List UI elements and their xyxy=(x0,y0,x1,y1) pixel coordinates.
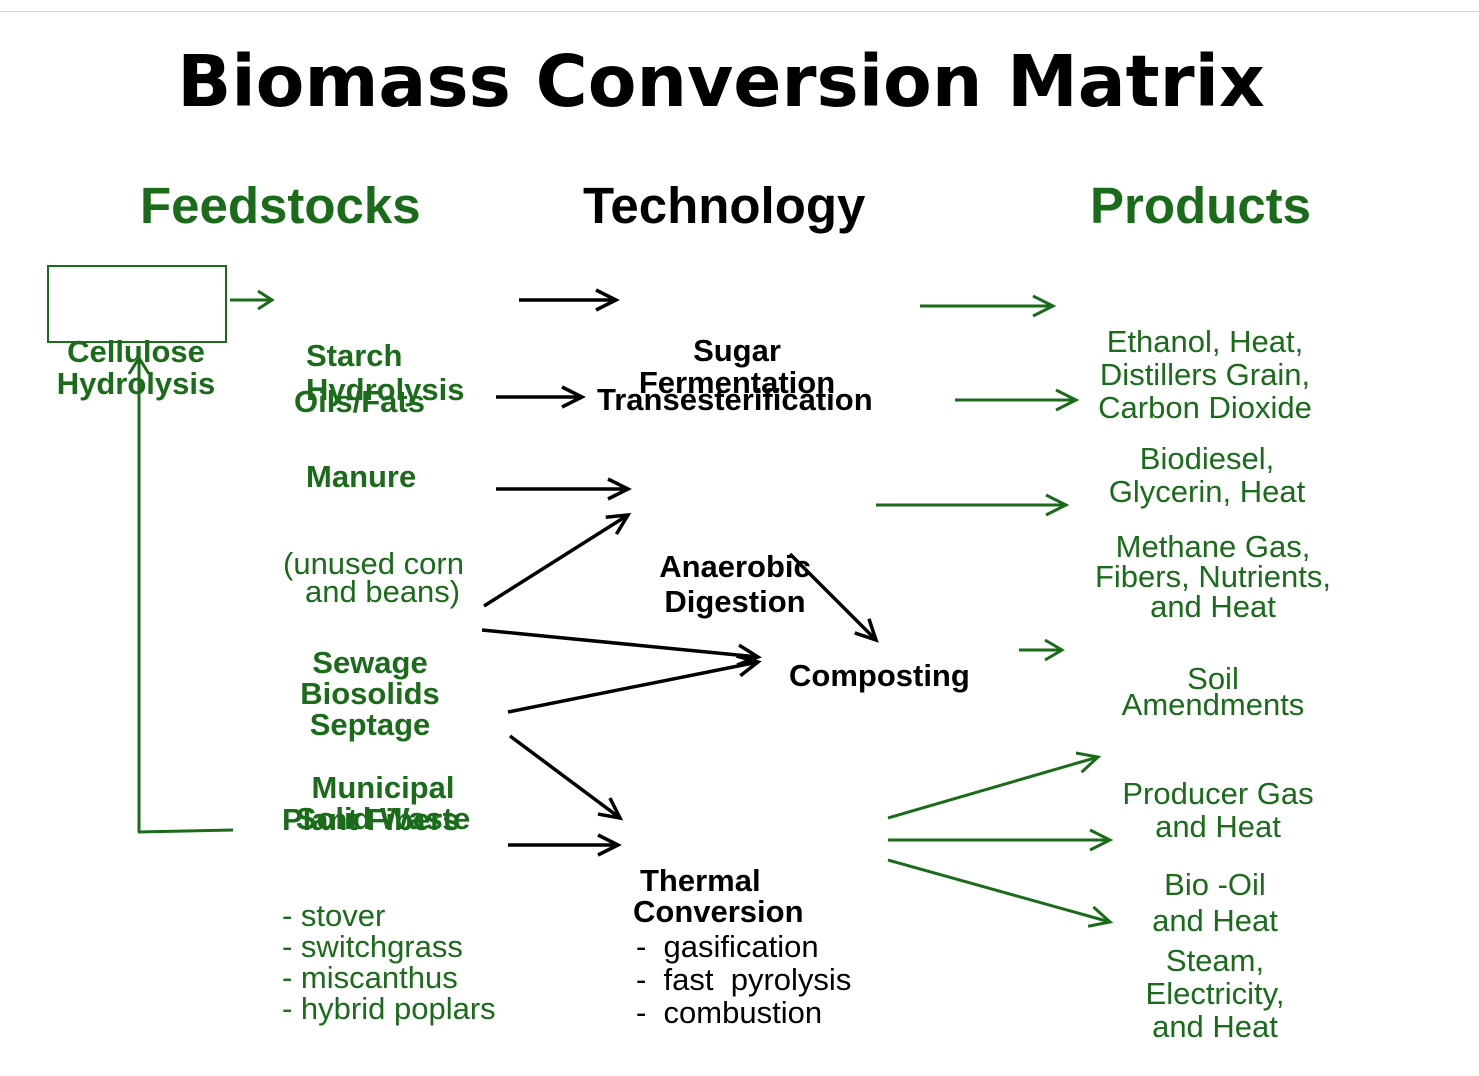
arrow-anaerobic-to-methane-head xyxy=(1045,493,1070,517)
top-rule xyxy=(0,11,1479,12)
arrow-anaerobic-to-composting xyxy=(788,552,878,642)
page-title: Biomass Conversion Matrix xyxy=(177,40,1265,123)
arrow-msw-to-composting-head xyxy=(735,654,762,678)
product-methane: Methane Gas,Fibers, Nutrients,and Heat xyxy=(1094,529,1331,624)
arrow-thermal-to-steam xyxy=(887,858,1111,924)
arrow-msw-to-thermal xyxy=(508,734,622,820)
arrow-composting-to-soil-head xyxy=(1044,638,1065,662)
return-plant-up-head-anchor-head xyxy=(127,355,151,375)
arrow-thermal-to-producer-head xyxy=(1075,751,1102,774)
product-ethanol: Ethanol, Heat,Distillers Grain,Carbon Di… xyxy=(1098,324,1312,425)
product-biodiesel: Biodiesel,Glycerin, Heat xyxy=(1108,441,1306,509)
tech-transesterification: Transesterification xyxy=(597,382,873,417)
arrow-anaerobic-to-composting-head xyxy=(854,618,879,643)
arrow-plant-to-thermal-head xyxy=(597,833,622,857)
arrow-sewage-to-composting xyxy=(481,628,759,659)
header-technology: Technology xyxy=(583,177,866,234)
arrow-manure-to-anaerobic-head xyxy=(607,477,632,501)
arrow-sewage-to-anaerobic-head xyxy=(605,512,632,536)
return-plant-horizontal xyxy=(137,828,234,834)
feedstock-manure: Manure xyxy=(306,459,417,494)
feedstock-oils-fats: Oils/Fats xyxy=(294,384,425,419)
arrow-cellulose-to-starch-head xyxy=(257,289,275,311)
arrow-msw-to-composting xyxy=(507,660,759,714)
arrow-thermal-to-producer xyxy=(887,755,1099,820)
header-feedstocks: Feedstocks xyxy=(140,177,421,234)
arrow-sugar-to-ethanol-head xyxy=(1032,294,1057,318)
arrow-thermal-to-biooil-head xyxy=(1089,828,1114,852)
arrow-sewage-to-anaerobic xyxy=(483,513,629,608)
arrow-trans-to-biodiesel-head xyxy=(1055,388,1080,412)
arrow-sewage-to-composting-head xyxy=(736,643,762,667)
arrow-starch-to-sugar-head xyxy=(595,288,620,312)
tech-composting: Composting xyxy=(789,658,970,693)
arrow-oils-to-trans-head xyxy=(561,385,586,409)
tech-thermal-conversion-list: - gasification- fast pyrolysis- combusti… xyxy=(636,929,852,1030)
feedstock-plant-fibers: Plant Fibers xyxy=(282,802,460,837)
arrow-msw-to-thermal-head xyxy=(597,797,624,821)
cellulose-hydrolysis-box xyxy=(47,265,227,343)
flow-arrows xyxy=(127,288,1114,928)
header-products: Products xyxy=(1090,177,1312,234)
product-steam: Steam,Electricity,and Heat xyxy=(1145,943,1285,1044)
arrow-thermal-to-steam-head xyxy=(1087,905,1114,928)
feedstock-plant-fibers-list: - stover- switchgrass- miscanthus- hybri… xyxy=(282,898,496,1026)
